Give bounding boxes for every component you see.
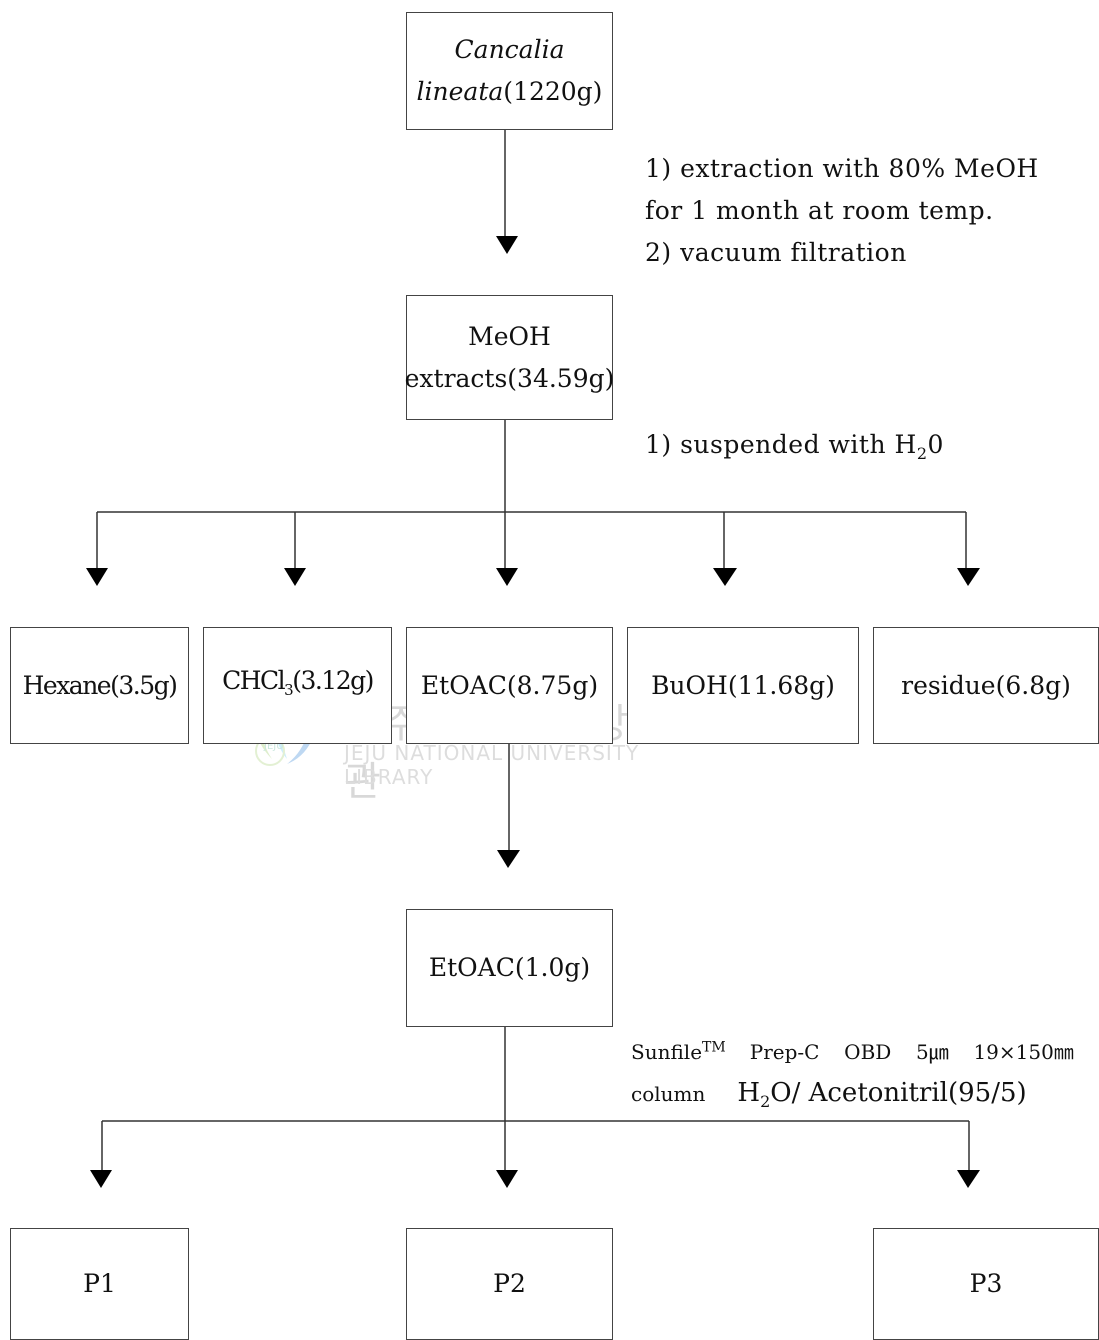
arrowhead-hexane (86, 568, 108, 586)
node-plant-material: Cancalia lineata(1220g) (406, 12, 613, 130)
column-word: column (631, 1082, 706, 1106)
meoh-line1: MeOH (468, 321, 551, 351)
etoac2-label: EtOAC(1.0g) (428, 953, 591, 982)
note-extraction-line1: 1) extraction with 80% MeOH (645, 154, 1039, 183)
plant-name-line1: Cancalia (455, 29, 565, 71)
arrowhead-buoh (713, 568, 737, 586)
node-etoac-fraction: EtOAC(1.0g) (406, 909, 613, 1027)
arrowhead-residue (957, 568, 980, 586)
node-etoac: EtOAC(8.75g) (406, 627, 613, 744)
column-tm: TM (702, 1039, 726, 1056)
note-extraction: 1) extraction with 80% MeOH for 1 month … (645, 148, 1039, 274)
arrowhead-p1 (90, 1170, 112, 1188)
chcl3-label-post: (3.12g) (292, 666, 374, 695)
node-p1: P1 (10, 1228, 189, 1340)
p3-label: P3 (969, 1269, 1003, 1298)
node-hexane: Hexane(3.5g) (10, 627, 189, 744)
note-suspension-pre: 1) suspended with H (645, 430, 917, 459)
column-spec: Prep-C OBD 5㎛ 19×150㎜ (749, 1040, 1074, 1064)
note-suspension: 1) suspended with H20 (645, 424, 944, 475)
arrowhead-chcl3 (284, 568, 306, 586)
plant-genus: Cancalia (454, 35, 565, 64)
arrowhead-etoac2 (497, 850, 520, 868)
buoh-label: BuOH(11.68g) (651, 670, 835, 700)
eluent-post: O/ Acetonitril(95/5) (770, 1078, 1027, 1108)
chcl3-label-sub: 3 (284, 681, 294, 699)
note-extraction-line3: 2) vacuum filtration (645, 238, 907, 267)
column-brand: Sunfile (631, 1040, 703, 1064)
chcl3-label-pre: CHCl (222, 666, 286, 695)
node-buoh: BuOH(11.68g) (627, 627, 859, 744)
arrowhead-p3 (957, 1170, 980, 1188)
plant-amount: (1220g) (503, 77, 603, 106)
residue-label: residue(6.8g) (901, 670, 1071, 700)
note-column-line2: column H2O/ Acetonitril(95/5) (631, 1078, 1027, 1111)
note-suspension-post: 0 (927, 430, 944, 459)
p1-label: P1 (83, 1269, 116, 1298)
hexane-label: Hexane(3.5g) (22, 670, 178, 700)
note-column-line1: SunfileTM Prep-C OBD 5㎛ 19×150㎜ (631, 1036, 1074, 1065)
plant-species: lineata (416, 77, 504, 106)
note-extraction-line2: for 1 month at room temp. (645, 196, 994, 225)
meoh-line2: extracts(34.59g) (404, 363, 615, 393)
etoac-label: EtOAC(8.75g) (420, 670, 599, 700)
arrowhead-p2 (496, 1170, 518, 1188)
eluent-sub: 2 (760, 1092, 771, 1112)
arrowhead-meoh (496, 236, 518, 254)
p2-label: P2 (493, 1269, 526, 1298)
node-p3: P3 (873, 1228, 1099, 1340)
eluent-pre: H (737, 1078, 761, 1108)
node-residue: residue(6.8g) (873, 627, 1099, 744)
node-chcl3: CHCl3(3.12g) (203, 627, 392, 744)
arrowhead-etoac (496, 568, 518, 586)
node-p2: P2 (406, 1228, 613, 1340)
note-suspension-sub: 2 (916, 444, 928, 463)
node-meoh-extract: MeOH extracts(34.59g) (404, 295, 615, 420)
plant-name-line2: lineata(1220g) (417, 71, 603, 113)
